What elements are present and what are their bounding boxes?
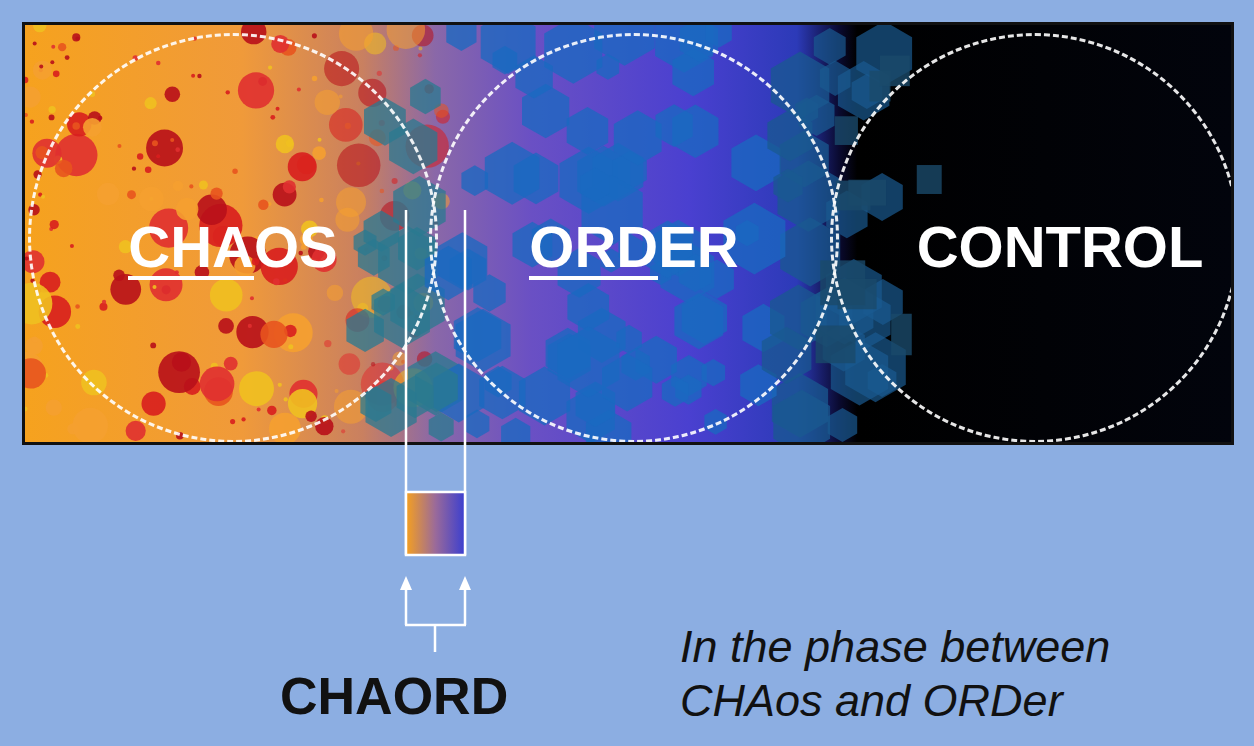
- region-name: CONTROL: [917, 213, 1204, 280]
- dashed-circle: ORDER: [429, 33, 839, 443]
- note-text: In the phase between CHAos and ORDer: [680, 620, 1240, 728]
- underline: [128, 276, 254, 280]
- region-name: ORDER: [529, 213, 738, 280]
- underline: [529, 276, 658, 280]
- region-name: CHAOS: [128, 213, 337, 280]
- dashed-circle: CONTROL: [830, 33, 1234, 443]
- dashed-circle: CHAOS: [28, 33, 438, 443]
- term-label: CHAORD: [280, 666, 508, 726]
- spectrum-band: CHAOS ORDER CONTROL: [22, 22, 1234, 445]
